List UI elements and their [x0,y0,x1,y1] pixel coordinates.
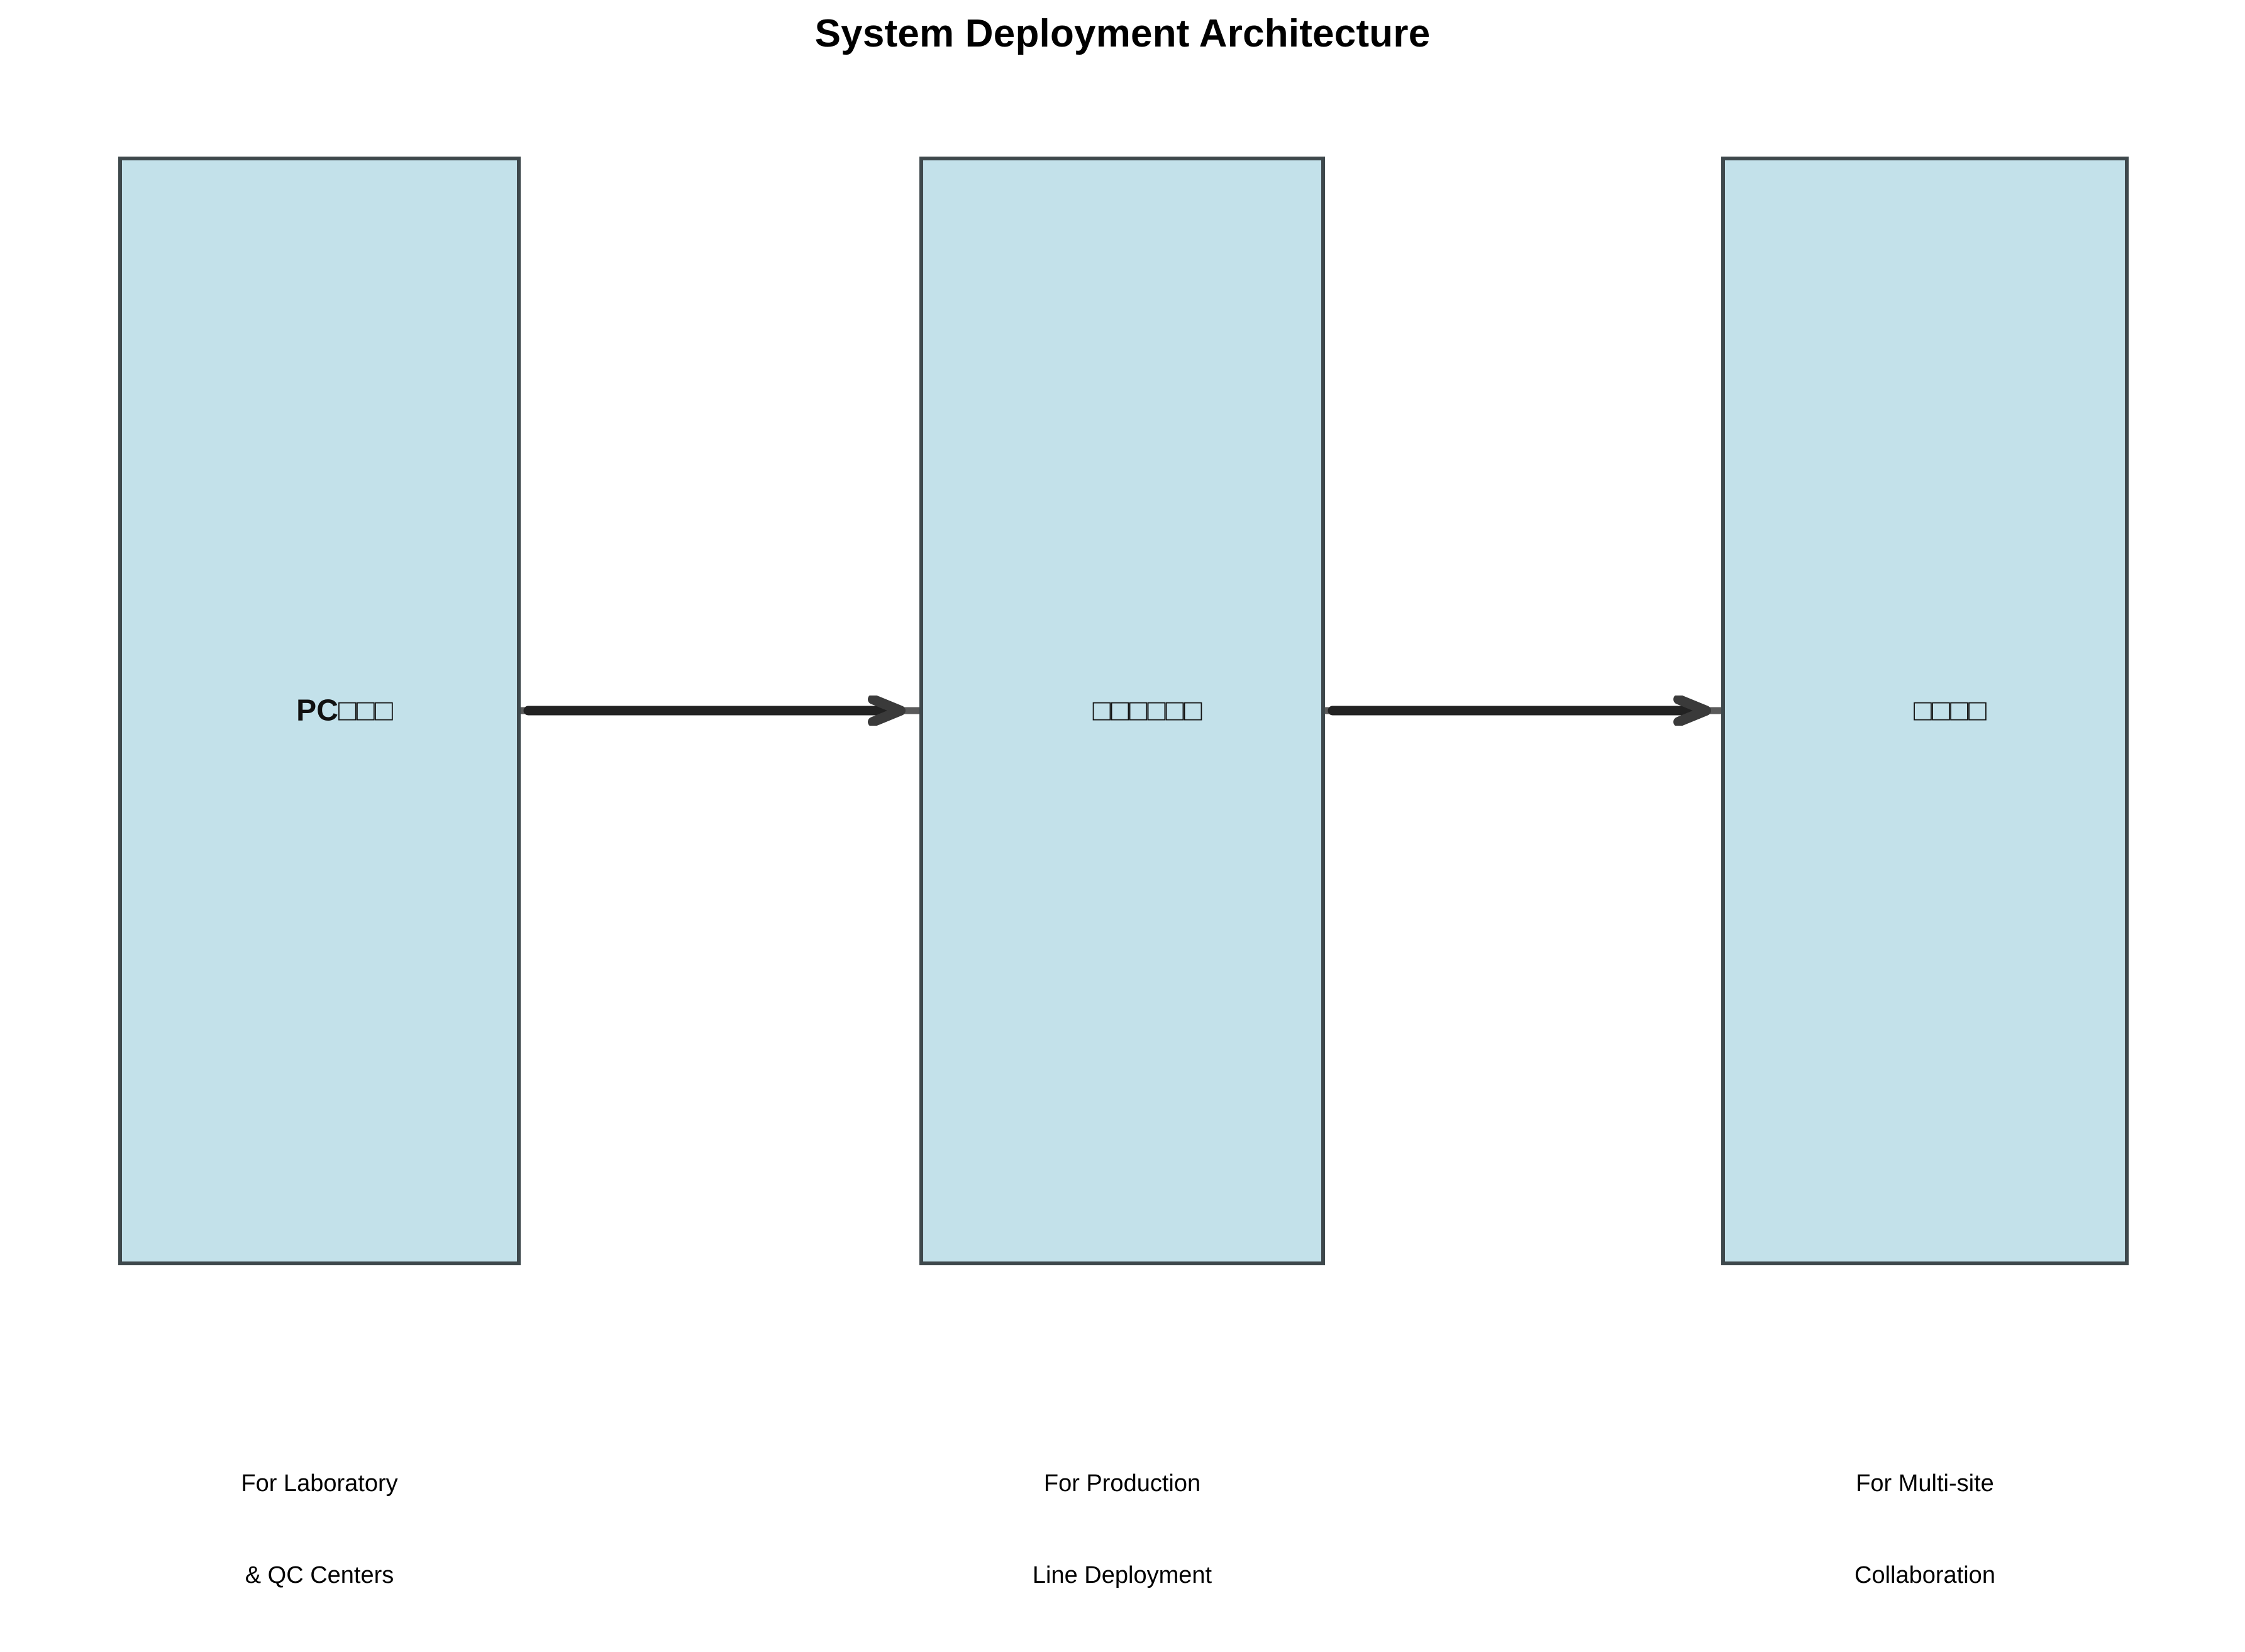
flow-arrow-2-icon [1325,696,1729,726]
node-box-1[interactable]: PC□□□ [118,157,521,1265]
node-caption-1-line-1: For Laboratory [241,1470,398,1497]
node-label-1-suffix: □□□ [338,694,393,728]
node-caption-1: For Laboratory & QC Centers [118,1407,521,1652]
node-label-2-suffix: □□□□□□ [1092,694,1202,728]
node-caption-3: For Multi-site Collaboration [1721,1407,2129,1652]
node-box-2[interactable]: □□□□□□ [919,157,1325,1265]
page-title: System Deployment Architecture [814,12,1431,55]
node-caption-3-line-1: For Multi-site [1856,1470,1994,1497]
node-label-2: □□□□□□ [923,663,1321,758]
node-label-1: PC□□□ [122,663,517,758]
diagram-canvas: System Deployment Architecture PC□□□ □□□… [118,12,2129,1589]
node-label-1-prefix: PC [296,694,338,728]
node-caption-2: For Production Line Deployment [919,1407,1325,1652]
node-caption-2-line-1: For Production [1043,1470,1201,1497]
node-caption-2-line-2: Line Deployment [1032,1562,1212,1589]
node-box-3[interactable]: □□□□ [1721,157,2129,1265]
node-caption-1-line-2: & QC Centers [245,1562,394,1589]
node-label-3: □□□□ [1725,663,2125,758]
node-label-3-suffix: □□□□ [1914,694,1987,728]
node-caption-3-line-2: Collaboration [1854,1562,1995,1589]
flow-arrow-1-icon [521,696,923,726]
